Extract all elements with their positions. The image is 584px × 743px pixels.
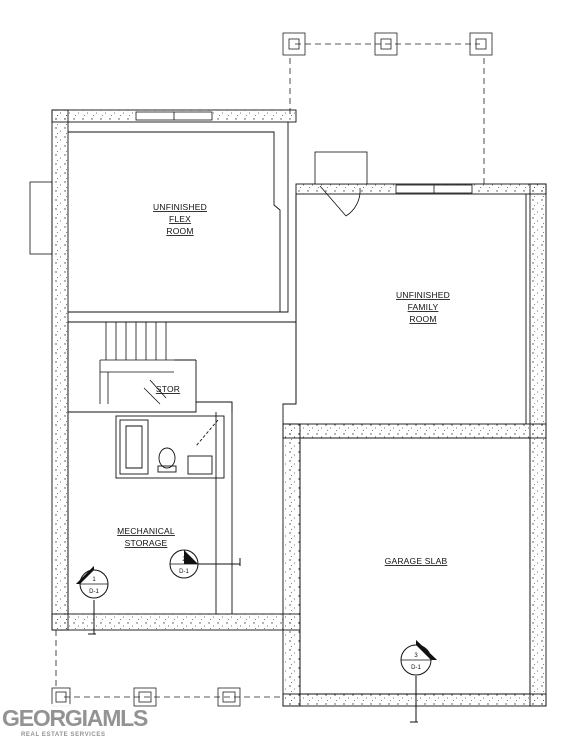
section-marker-2: 2 D-1 <box>169 549 241 579</box>
section-marker-1: 1 D-1 <box>76 566 109 635</box>
windows <box>135 111 473 194</box>
flex-room-label-line3: ROOM <box>166 226 193 236</box>
watermark-brand: GEORGIAMLS <box>2 705 148 731</box>
section-3-sheet: D-1 <box>411 665 421 671</box>
foundation-walls <box>51 109 547 707</box>
georgia-mls-watermark: GEORGIAMLS REAL ESTATE SERVICES <box>0 704 148 743</box>
flex-room-label-line2: FLEX <box>169 214 191 224</box>
front-porch-outline <box>51 630 282 707</box>
deck-post <box>282 32 493 56</box>
section-marker-3: 3 D-1 <box>400 640 437 723</box>
interior-walls <box>67 122 531 695</box>
family-room-label-line1: UNFINISHED <box>396 290 450 300</box>
mechanical-label-line2: STORAGE <box>125 538 168 548</box>
section-1-number: 1 <box>92 577 96 583</box>
storage-label: STOR <box>156 384 180 394</box>
stairs <box>99 322 174 405</box>
garage-slab-label: GARAGE SLAB <box>385 556 448 566</box>
section-2-sheet: D-1 <box>179 569 189 575</box>
family-room-label-line2: FAMILY <box>408 302 439 312</box>
mechanical-label-line1: MECHANICAL <box>117 526 175 536</box>
section-2-number: 2 <box>182 557 186 563</box>
exterior-door <box>314 151 368 217</box>
section-3-number: 3 <box>414 653 418 659</box>
family-room-label-line3: ROOM <box>409 314 436 324</box>
watermark-tagline: REAL ESTATE SERVICES <box>21 732 106 738</box>
left-bay-outline <box>29 181 53 255</box>
section-1-sheet: D-1 <box>89 589 99 595</box>
flex-room-label-line1: UNFINISHED <box>153 202 207 212</box>
rear-deck-outline <box>289 43 485 188</box>
